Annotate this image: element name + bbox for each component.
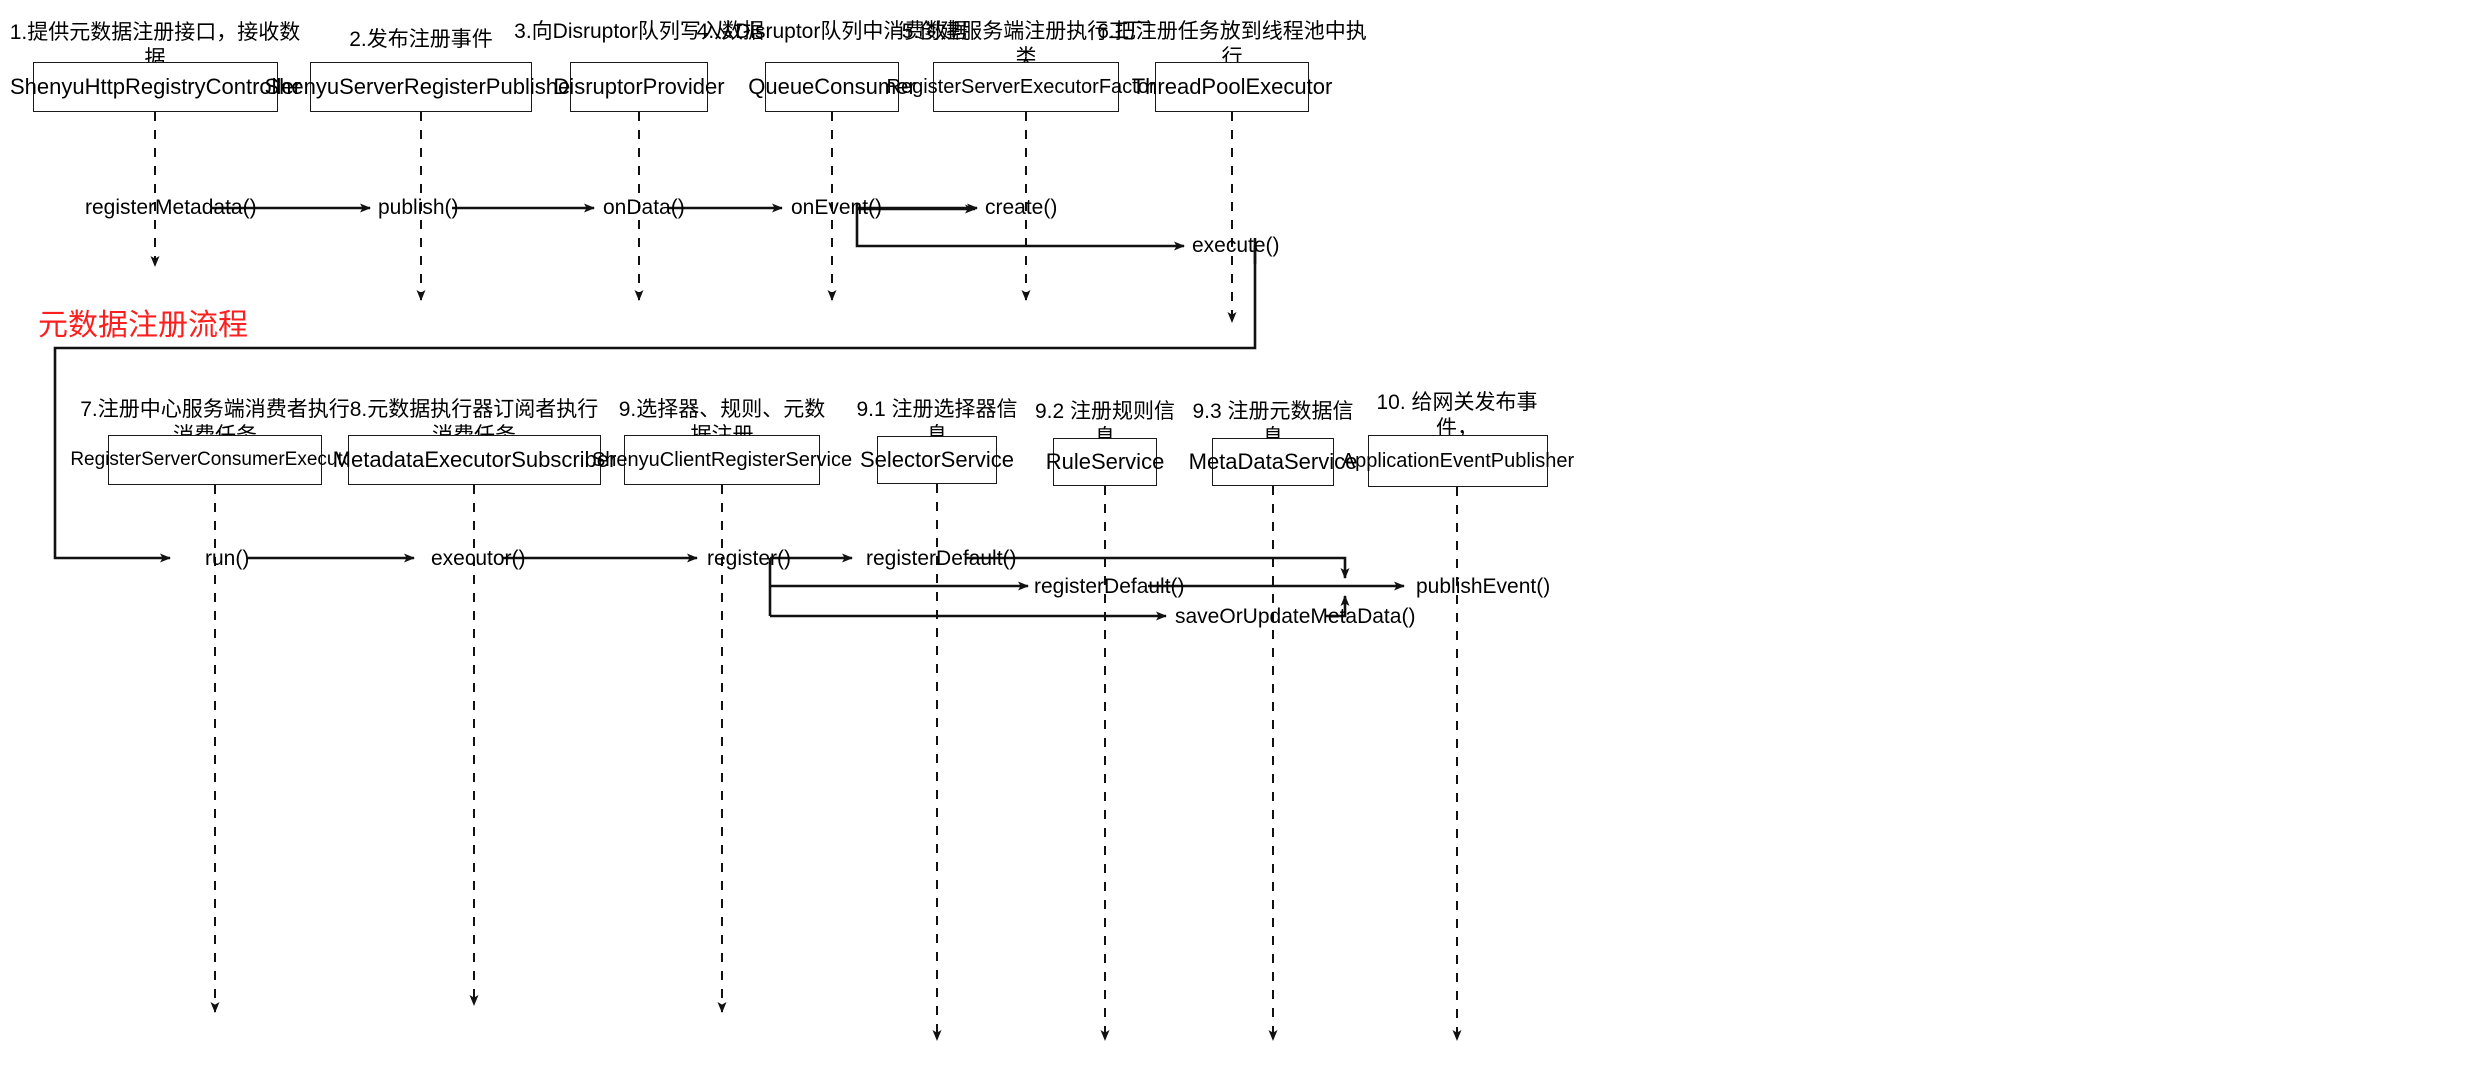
participant-shenyuclientregisterservice[interactable]: ShenyuClientRegisterService bbox=[592, 435, 852, 485]
message-label-run: run() bbox=[205, 547, 250, 570]
message-label-ondata: onData() bbox=[603, 196, 685, 219]
message-label-register: register() bbox=[707, 547, 792, 570]
participant-shenyuserverregisterpublisher[interactable]: ShenyuServerRegisterPublisher bbox=[264, 62, 578, 112]
note-3: 3.向Disruptor队列写入数据 bbox=[514, 20, 764, 43]
message-label-registerdefault-rule: registerDefault() bbox=[1034, 575, 1185, 598]
message-label-executor: executor() bbox=[431, 547, 526, 570]
message-label-publishevent: publishEvent() bbox=[1416, 575, 1551, 598]
message-label-saveorupdatemetadata: saveOrUpdateMetaData() bbox=[1175, 605, 1416, 628]
participant-registerserverexecutorfactory[interactable]: RegisterServerExecutorFactory bbox=[887, 62, 1166, 112]
participant-selectorservice[interactable]: SelectorService bbox=[860, 436, 1014, 484]
message-label-registerdefault-selector: registerDefault() bbox=[866, 547, 1017, 570]
note-2: 2.发布注册事件 bbox=[349, 28, 493, 51]
note-4: 4.从Disruptor队列中消费数据 bbox=[696, 20, 968, 43]
participant-queueconsumer[interactable]: QueueConsumer bbox=[748, 62, 916, 112]
note-9-1: 9.1 注册选择器信息 bbox=[856, 398, 1018, 447]
participant-ruleservice[interactable]: RuleService bbox=[1046, 438, 1164, 486]
participant-registerserverconsumerexecutor[interactable]: RegisterServerConsumerExecutor bbox=[70, 435, 360, 485]
message-label-onevent: onEvent() bbox=[791, 196, 883, 219]
participant-threadpoolexecutor[interactable]: ThreadPoolExecutor bbox=[1132, 62, 1332, 112]
participant-metadataservice[interactable]: MetaDataService bbox=[1189, 438, 1357, 486]
message-label-create: create() bbox=[985, 196, 1058, 219]
participant-disruptorprovider[interactable]: DisruptorProvider bbox=[553, 62, 725, 112]
message-label-registermetadata: registerMetadata() bbox=[85, 196, 257, 219]
participant-applicationeventpublisher[interactable]: ApplicationEventPublisher bbox=[1342, 435, 1574, 487]
participant-metadataexecutorsubscriber[interactable]: MetadataExecutorSubscriber bbox=[333, 435, 616, 485]
message-label-publish: publish() bbox=[378, 196, 459, 219]
message-label-execute: execute() bbox=[1192, 234, 1280, 257]
flow-title-red-label: 元数据注册流程 bbox=[38, 309, 248, 342]
participant-shenyuhttpregistrycontroller[interactable]: ShenyuHttpRegistryController bbox=[10, 62, 301, 112]
